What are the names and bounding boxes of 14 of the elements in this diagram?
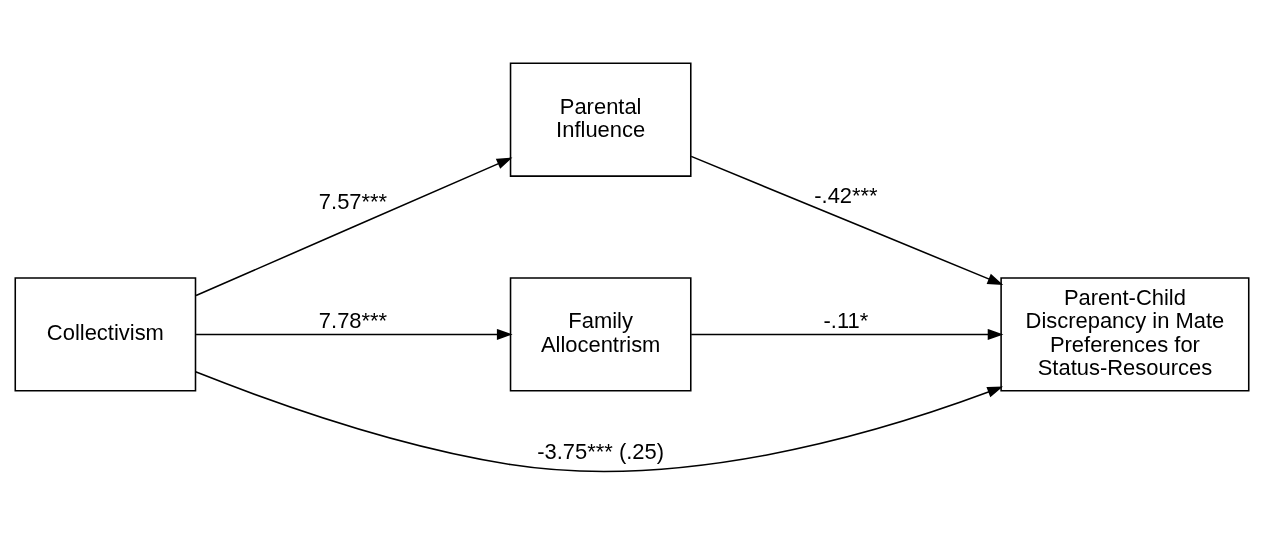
edge-label: -.42*** [814, 182, 878, 208]
edge-label: 7.57*** [318, 188, 388, 214]
edge-label: 7.78*** [318, 307, 388, 333]
edge-label: -3.75*** (.25) [537, 438, 665, 464]
arrow [194, 370, 1004, 472]
edge-label: -.11* [823, 307, 869, 333]
node-box: Parent-Child Discrepancy in Mate Preferences for Status-Resources [1000, 276, 1250, 392]
node-box: Family Allocentrism [509, 276, 692, 392]
node-box: Collectivism [14, 276, 197, 392]
node-box: Parental Influence [509, 62, 692, 177]
arrow [690, 328, 1004, 340]
arrow [690, 155, 1004, 285]
arrow [195, 328, 513, 340]
arrow [195, 157, 513, 296]
